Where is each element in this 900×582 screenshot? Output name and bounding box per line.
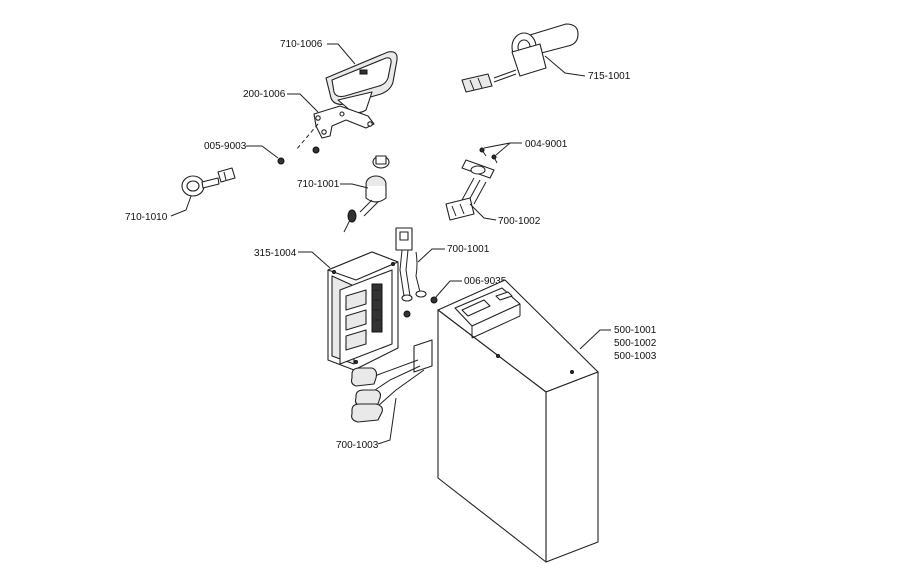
leader-710-1006	[327, 43, 356, 65]
leader-700-1003	[377, 397, 397, 445]
leader-710-1010	[170, 195, 192, 217]
label-006-9035: 006-9035	[464, 276, 507, 287]
screw-part	[277, 146, 320, 165]
label-004-9001: 004-9001	[525, 139, 568, 150]
label-700-1002: 700-1002	[498, 216, 541, 227]
label-710-1010: 710-1010	[125, 212, 168, 223]
label-710-1001: 710-1001	[297, 179, 340, 190]
nut-part	[403, 296, 438, 318]
leader-315-1004	[298, 251, 331, 269]
label-700-1003: 700-1003	[336, 440, 379, 451]
small-screw-part	[479, 147, 498, 164]
label-315-1004: 315-1004	[254, 248, 297, 259]
charge-port-harness-part	[445, 159, 495, 221]
battery-box-part	[437, 279, 599, 563]
leader-006-9035	[435, 280, 462, 298]
leader-200-1006	[287, 93, 319, 151]
label-715-1001: 715-1001	[588, 71, 631, 82]
label-005-9003: 005-9003	[204, 141, 247, 152]
main-harness-part	[350, 339, 433, 423]
bracket-part	[313, 105, 375, 139]
leader-715-1001	[544, 55, 586, 77]
throttle-grip-part	[461, 23, 579, 93]
leader-500-1001	[579, 329, 611, 350]
controller-harness-part	[395, 227, 427, 302]
leader-005-9003	[246, 145, 279, 159]
label-500-1002: 500-1002	[614, 338, 657, 349]
label-500-1003: 500-1003	[614, 351, 657, 362]
label-200-1006: 200-1006	[243, 89, 286, 100]
leader-004-9001	[483, 142, 522, 156]
leader-700-1002	[469, 203, 497, 221]
label-500-1001: 500-1001	[614, 325, 657, 336]
motor-controller-part	[327, 251, 399, 371]
gauge-sensor-part	[181, 167, 236, 197]
label-710-1006: 710-1006	[280, 39, 323, 50]
leader-710-1001	[340, 183, 369, 189]
leader-700-1001	[417, 248, 445, 263]
label-700-1001: 700-1001	[447, 244, 490, 255]
key-switch-part	[343, 155, 390, 233]
display-unit-part	[325, 51, 398, 114]
